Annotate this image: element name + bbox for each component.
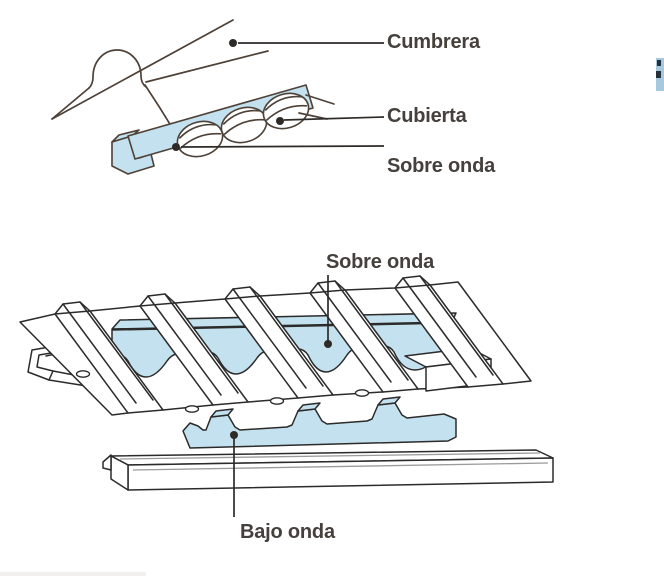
ridge-near-edge-left bbox=[51, 87, 90, 120]
beam-left-lip bbox=[102, 454, 112, 471]
corrugation-wave-2 bbox=[220, 106, 268, 144]
bottom-leaders bbox=[230, 275, 332, 517]
page-edge-chip bbox=[656, 58, 664, 91]
label-bajo-onda: Bajo onda bbox=[240, 521, 335, 543]
beam-left-end bbox=[110, 455, 129, 491]
leader-line-cubierta bbox=[283, 116, 385, 121]
chip-mark bbox=[656, 71, 661, 78]
leader-dot-bajo-onda bbox=[230, 431, 238, 439]
bajo-onda-bump-top-1 bbox=[210, 408, 234, 418]
cubierta-flashing bbox=[111, 84, 335, 175]
bajo-onda-bump-top-2 bbox=[297, 402, 321, 412]
label-cubierta: Cubierta bbox=[387, 105, 467, 127]
screw-hole bbox=[269, 397, 285, 405]
leader-dot-sobre-onda-bottom bbox=[324, 340, 332, 348]
chip-mark bbox=[657, 60, 661, 66]
leader-dot-cumbrera bbox=[229, 39, 237, 47]
screw-hole bbox=[184, 405, 200, 413]
strip-4 bbox=[309, 289, 419, 393]
bajo-onda-front-face bbox=[182, 402, 457, 449]
screw-hole bbox=[75, 370, 91, 378]
strip-5 bbox=[394, 284, 504, 388]
bajo-onda-piece bbox=[182, 396, 457, 449]
screw-holes bbox=[75, 370, 370, 413]
bottom-left-strip bbox=[0, 572, 146, 576]
cumbrera-ridge-cap bbox=[51, 19, 269, 147]
top-leaders bbox=[172, 39, 385, 151]
beam-accent-line-1 bbox=[119, 452, 541, 460]
strip-1 bbox=[54, 310, 164, 414]
label-cumbrera: Cumbrera bbox=[387, 31, 480, 53]
leader-line-sobre-onda-top bbox=[180, 145, 385, 148]
label-sobre-onda-top: Sobre onda bbox=[387, 155, 496, 177]
sheet-tail-line-1 bbox=[305, 94, 335, 105]
sheet-corrugation-strips bbox=[54, 275, 504, 414]
leader-dot-sobre-onda-top bbox=[172, 143, 180, 151]
strip-3 bbox=[224, 295, 334, 399]
bajo-onda-bump-top-3 bbox=[377, 396, 401, 406]
bottom-beam bbox=[102, 449, 554, 491]
ridge-near-edge-right bbox=[145, 50, 269, 83]
strip-2 bbox=[139, 302, 249, 406]
leader-dot-cubierta bbox=[276, 117, 284, 125]
screw-hole bbox=[354, 389, 370, 397]
label-sobre-onda-bottom: Sobre onda bbox=[326, 251, 435, 273]
beam-accent-line-2 bbox=[132, 462, 549, 471]
ridge-far-edge-line bbox=[51, 19, 234, 120]
ridge-seam-bump bbox=[88, 49, 147, 89]
